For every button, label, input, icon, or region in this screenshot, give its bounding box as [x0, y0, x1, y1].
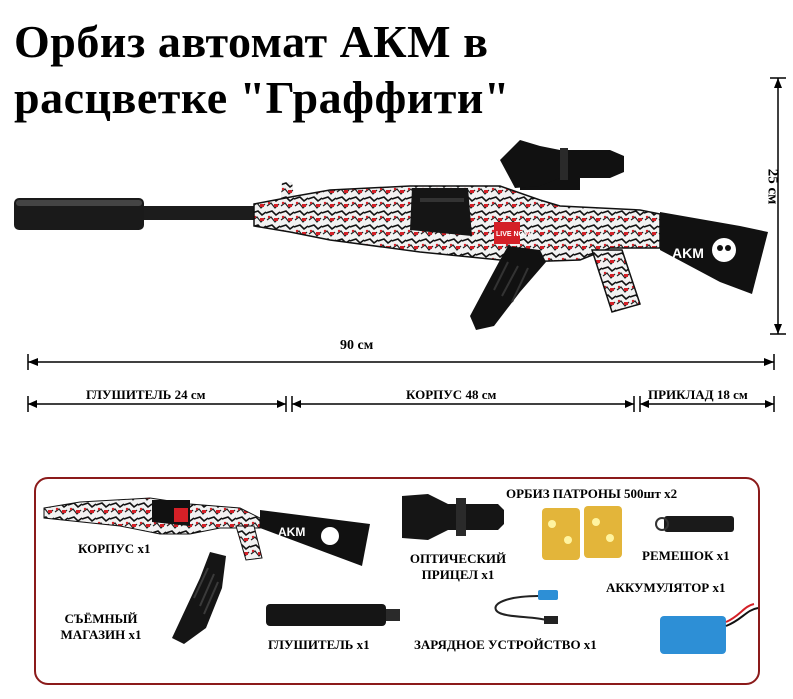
section-length-lines	[27, 396, 775, 412]
kit-body-label: КОРПУС x1	[78, 541, 151, 556]
kit-magazine-image	[172, 552, 226, 644]
body-length-label: КОРПУС 48 см	[406, 387, 497, 402]
kit-rifle-body-image: AKM	[43, 497, 370, 566]
kit-contents-frame	[34, 477, 760, 685]
kit-magazine-label: СЪЁМНЫЙ МАГАЗИН x1	[60, 611, 142, 642]
page-title: Орбиз автомат АКМ в расцветке "Граффити"	[14, 16, 510, 123]
stock-logo-text: AKM	[672, 245, 704, 261]
kit-charger-image	[494, 590, 558, 624]
rifle-image: LIVE NOW AKM	[14, 140, 768, 330]
kit-silencer-image	[266, 604, 400, 626]
kit-ammo-label: ОРБИЗ ПАТРОНЫ 500шт x2	[506, 486, 678, 501]
total-length-label: 90 см	[340, 338, 374, 353]
kit-silencer-label: ГЛУШИТЕЛЬ x1	[268, 637, 370, 652]
kit-charger-label: ЗАРЯДНОЕ УСТРОЙСТВО x1	[414, 637, 597, 652]
height-dimension-line	[770, 77, 786, 335]
kit-battery-label: АККУМУЛЯТОР x1	[606, 580, 726, 595]
height-label: 25 см	[764, 168, 781, 205]
total-length-line	[27, 354, 775, 370]
kit-stock-logo-text: AKM	[278, 525, 305, 539]
kit-scope-label: ОПТИЧЕСКИЙ ПРИЦЕЛ x1	[409, 551, 507, 582]
kit-ammo-image	[542, 506, 622, 560]
stock-length-label: ПРИКЛАД 18 см	[648, 387, 748, 402]
silencer-length-label: ГЛУШИТЕЛЬ 24 см	[86, 387, 206, 402]
graffiti-tag-text: LIVE NOW	[496, 231, 531, 238]
kit-strap-image	[655, 516, 734, 532]
kit-scope-image	[402, 494, 504, 540]
kit-strap-label: РЕМЕШОК x1	[642, 548, 730, 563]
kit-battery-image	[660, 603, 759, 654]
